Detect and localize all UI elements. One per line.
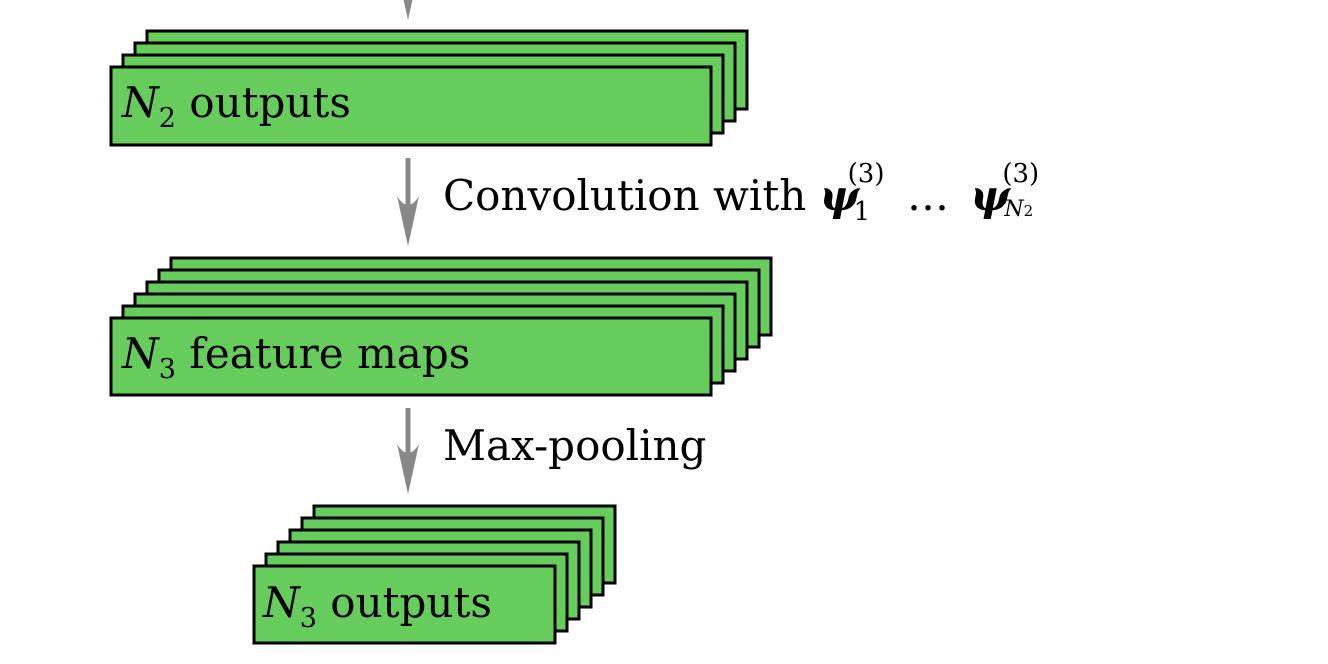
psi-symbol: ψ (819, 171, 860, 220)
label-text: outputs (189, 78, 351, 127)
down-arrow-icon (403, 0, 413, 20)
label-text: feature maps (189, 329, 471, 378)
superscript: (3) (1002, 159, 1040, 189)
stack-label-n3-outputs: N3 outputs (263, 582, 492, 633)
stack-front-layer (252, 564, 557, 645)
subscript-sub: 2 (1023, 202, 1034, 220)
feature-stack (252, 504, 617, 645)
stack-label-n3-feature-maps: N3 feature maps (122, 333, 470, 384)
var: N (122, 78, 159, 127)
psi-symbol: ψ (970, 171, 1010, 220)
down-arrow-icon (397, 158, 419, 246)
down-arrow-icon (397, 408, 419, 494)
subscript: 3 (299, 603, 317, 634)
subscript: 2 (158, 103, 176, 134)
ellipsis: … (907, 171, 949, 220)
stack-front-layer (109, 316, 713, 397)
superscript: (3) (847, 159, 885, 189)
feature-stack (109, 29, 749, 147)
feature-stack (109, 256, 773, 397)
var: N (122, 329, 159, 378)
subscript: 3 (158, 354, 176, 385)
step-label-max-pooling: Max-pooling (443, 425, 706, 467)
step-label-convolution: Convolution with ψ (3) 1 … ψ (3) N2 (443, 161, 1050, 225)
step-text: Convolution with (443, 171, 807, 220)
subscript-var: N (1004, 197, 1024, 222)
step-text: Max-pooling (443, 421, 707, 470)
stack-label-n2-outputs: N2 outputs (122, 82, 351, 133)
var: N (263, 578, 300, 627)
label-text: outputs (330, 578, 492, 627)
stack-front-layer (109, 65, 713, 147)
subscript: 1 (853, 197, 871, 227)
